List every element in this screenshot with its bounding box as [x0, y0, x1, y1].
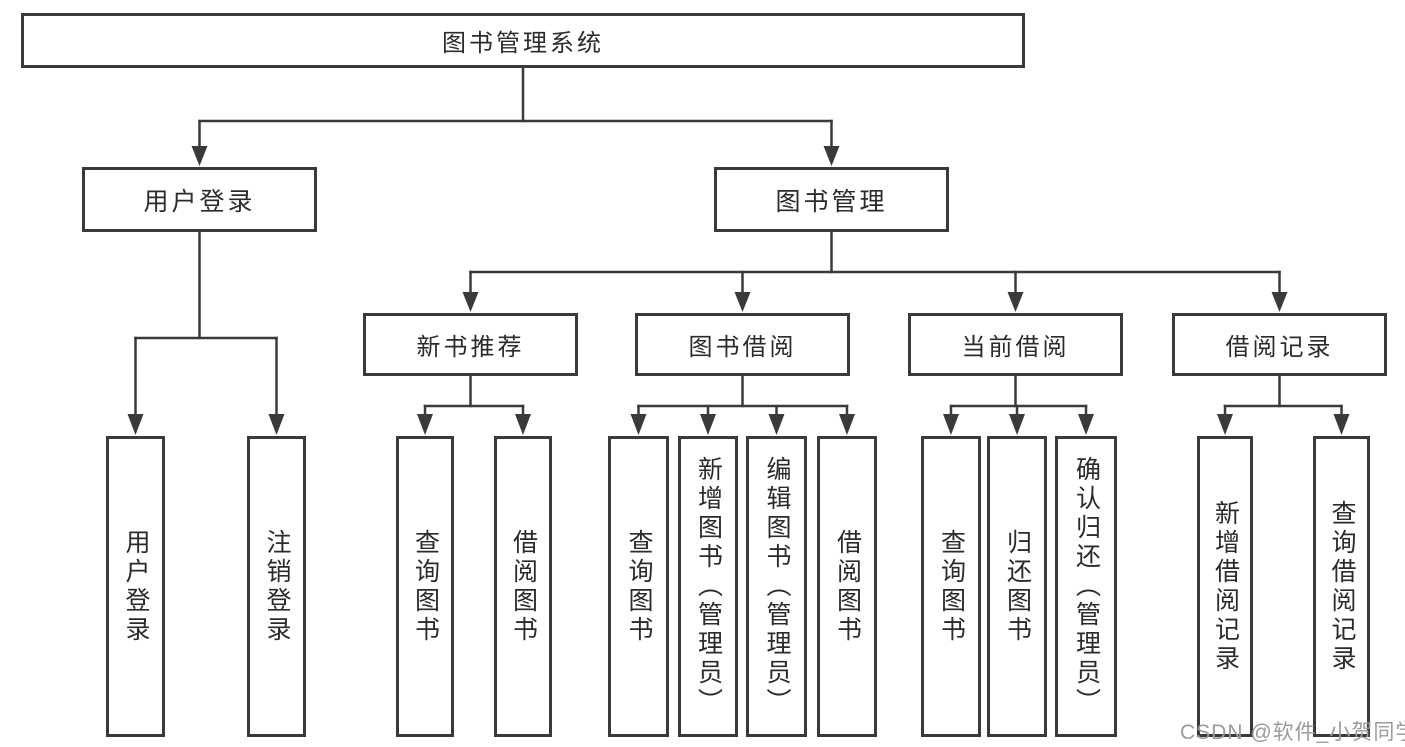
arrowheads — [127, 146, 1350, 435]
leaf-logout: 注销登录 — [247, 436, 306, 737]
node-borrowing-records: 借阅记录 — [1172, 313, 1387, 376]
leaf-add-books-admin: 新增图书（管理员） — [678, 436, 738, 737]
node-book-management: 图书管理 — [714, 167, 949, 232]
leaf-user-login: 用户登录 — [106, 436, 165, 737]
leaf-edit-books-admin: 编辑图书（管理员） — [746, 436, 807, 737]
leaf-borrow-books: 借阅图书 — [817, 436, 877, 737]
leaf-query-books-current: 查询图书 — [921, 436, 981, 737]
leaf-query-books-borrow: 查询图书 — [608, 436, 669, 737]
node-book-borrowing: 图书借阅 — [635, 313, 850, 376]
leaf-query-books-recommend: 查询图书 — [396, 436, 454, 737]
leaf-confirm-return-admin: 确认归还（管理员） — [1055, 436, 1117, 737]
leaf-query-borrow-record: 查询借阅记录 — [1313, 436, 1370, 737]
node-new-book-recommendation: 新书推荐 — [363, 313, 578, 376]
leaf-borrow-books-recommend: 借阅图书 — [494, 436, 552, 737]
node-library-system: 图书管理系统 — [21, 13, 1025, 68]
watermark: CSDN @软件_小贺同学 — [1180, 721, 1405, 744]
leaf-return-books: 归还图书 — [987, 436, 1047, 737]
node-user-login: 用户登录 — [82, 167, 317, 232]
leaf-add-borrow-record: 新增借阅记录 — [1197, 436, 1253, 737]
node-current-borrowing: 当前借阅 — [908, 313, 1123, 376]
